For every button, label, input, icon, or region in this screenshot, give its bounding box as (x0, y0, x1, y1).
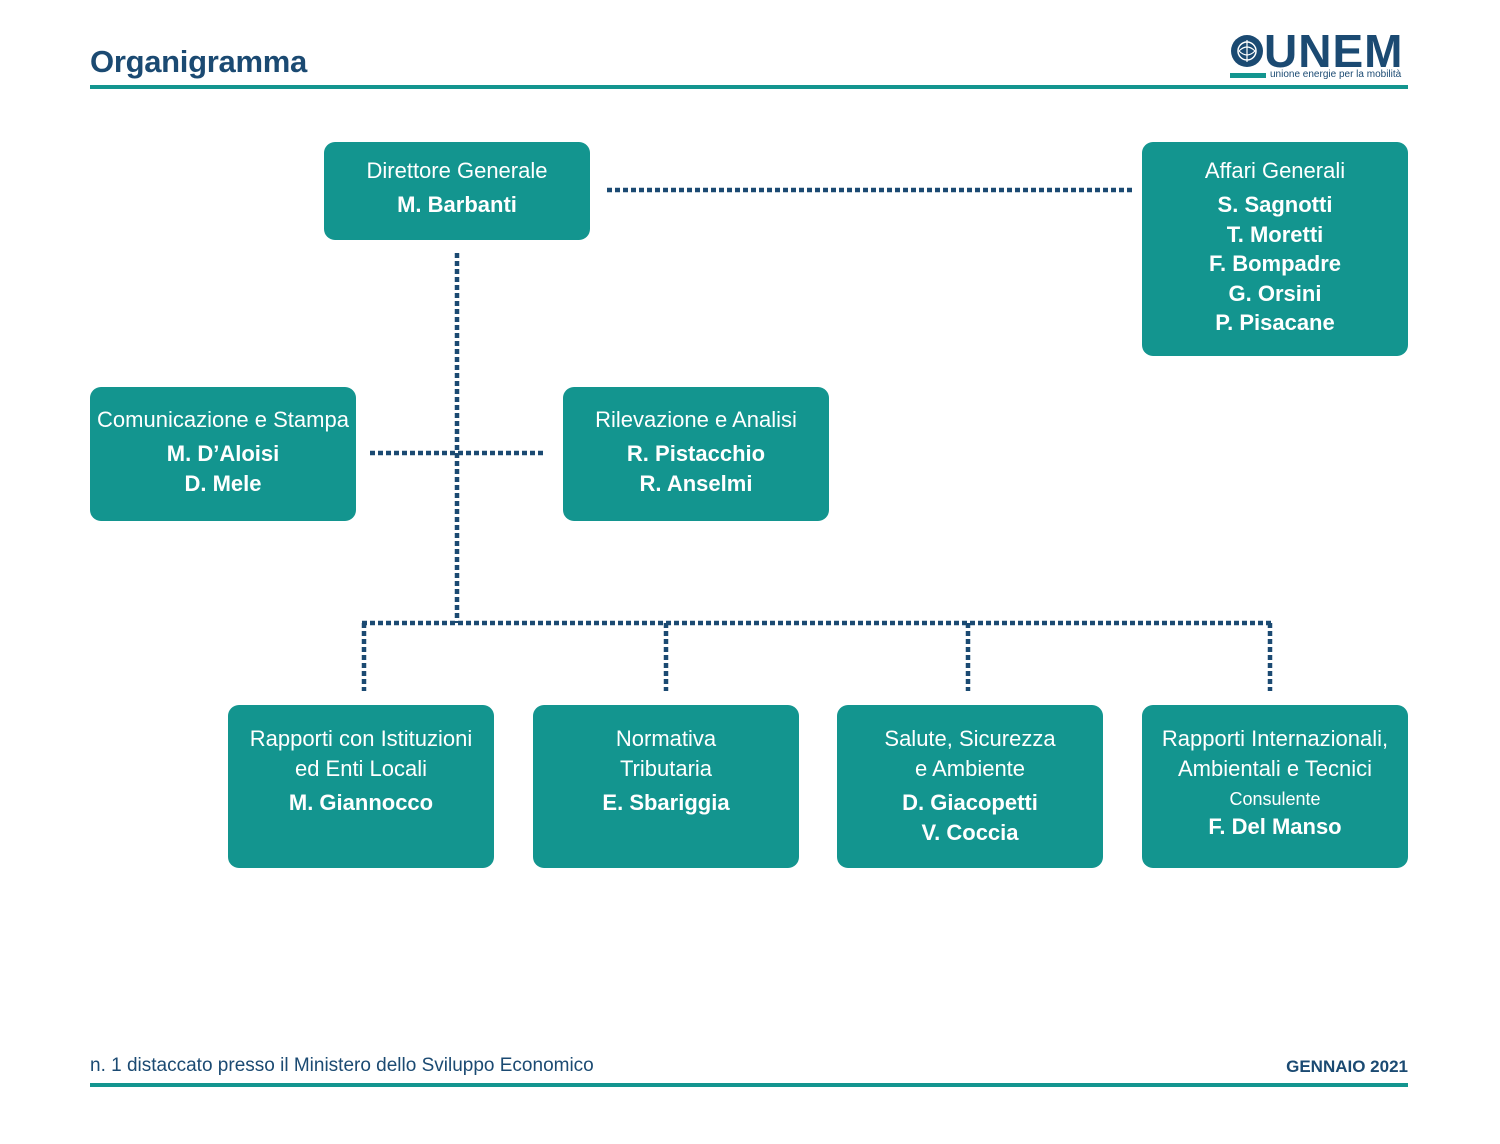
unit-title-line-1: Salute, Sicurezza (884, 726, 1056, 751)
unit-title: Direttore Generale (366, 158, 548, 183)
unit-title-line-2: Ambientali e Tecnici (1177, 756, 1373, 781)
box-rilevazione-analisi: Rilevazione e Analisi R. Pistacchio R. A… (563, 387, 829, 521)
box-direttore-generale: Direttore Generale M. Barbanti (324, 142, 590, 240)
person-name: F. Del Manso (1208, 814, 1342, 839)
unit-title-line-2: ed Enti Locali (294, 756, 428, 781)
unem-logo: UNEM unione energie per la mobilità (1230, 25, 1410, 86)
footer-date: GENNAIO 2021 (1286, 1057, 1408, 1076)
footer-note: n. 1 distaccato presso il Ministero dell… (90, 1055, 594, 1076)
person-name: M. D’Aloisi (166, 441, 280, 466)
page-title: Organigramma (90, 44, 307, 79)
box-comunicazione-stampa: Comunicazione e Stampa M. D’Aloisi D. Me… (90, 387, 356, 521)
person-name: G. Orsini (1228, 280, 1322, 306)
unit-title-line-2: e Ambiente (914, 756, 1026, 781)
unit-title-line-2: Tributaria (619, 756, 713, 781)
person-name: P. Pisacane (1215, 310, 1335, 335)
logo-wordmark: UNEM (1264, 25, 1404, 77)
box-rapporti-internazionali: Rapporti Internazionali, Ambientali e Te… (1142, 705, 1408, 868)
box-salute-sicurezza-ambiente: Salute, Sicurezza e Ambiente D. Giacopet… (837, 705, 1103, 868)
unit-title-line-1: Rapporti Internazionali, (1161, 726, 1389, 751)
person-name: T. Moretti (1226, 221, 1324, 247)
unit-title: Comunicazione e Stampa (97, 407, 349, 432)
person-name: V. Coccia (921, 819, 1019, 845)
person-name: M. Giannocco (288, 790, 434, 815)
person-name: E. Sbariggia (602, 790, 730, 815)
box-rapporti-istituzioni: Rapporti con Istituzioni ed Enti Locali … (228, 705, 494, 868)
footer-divider (90, 1083, 1408, 1087)
unit-title: Affari Generali (1204, 158, 1346, 183)
box-normativa-tributaria: Normativa Tributaria E. Sbariggia (533, 705, 799, 868)
globe-icon (1231, 35, 1263, 67)
box-affari-generali: Affari Generali S. Sagnotti T. Moretti F… (1142, 142, 1408, 356)
unit-title: Rilevazione e Analisi (595, 407, 797, 432)
logo-bar (1230, 73, 1266, 78)
header-divider (90, 85, 1408, 89)
role-label: Consulente (1229, 789, 1321, 809)
person-name: M. Barbanti (397, 192, 517, 217)
unit-title-line-1: Rapporti con Istituzioni (249, 726, 473, 751)
unit-title-line-1: Normativa (615, 726, 717, 751)
person-name: R. Anselmi (639, 470, 753, 496)
person-name: D. Giacopetti (902, 790, 1038, 815)
person-name: F. Bompadre (1208, 251, 1342, 276)
person-name: R. Pistacchio (626, 441, 766, 466)
person-name: D. Mele (184, 470, 262, 496)
logo-tagline: unione energie per la mobilità (1270, 69, 1402, 80)
person-name: S. Sagnotti (1217, 192, 1333, 217)
